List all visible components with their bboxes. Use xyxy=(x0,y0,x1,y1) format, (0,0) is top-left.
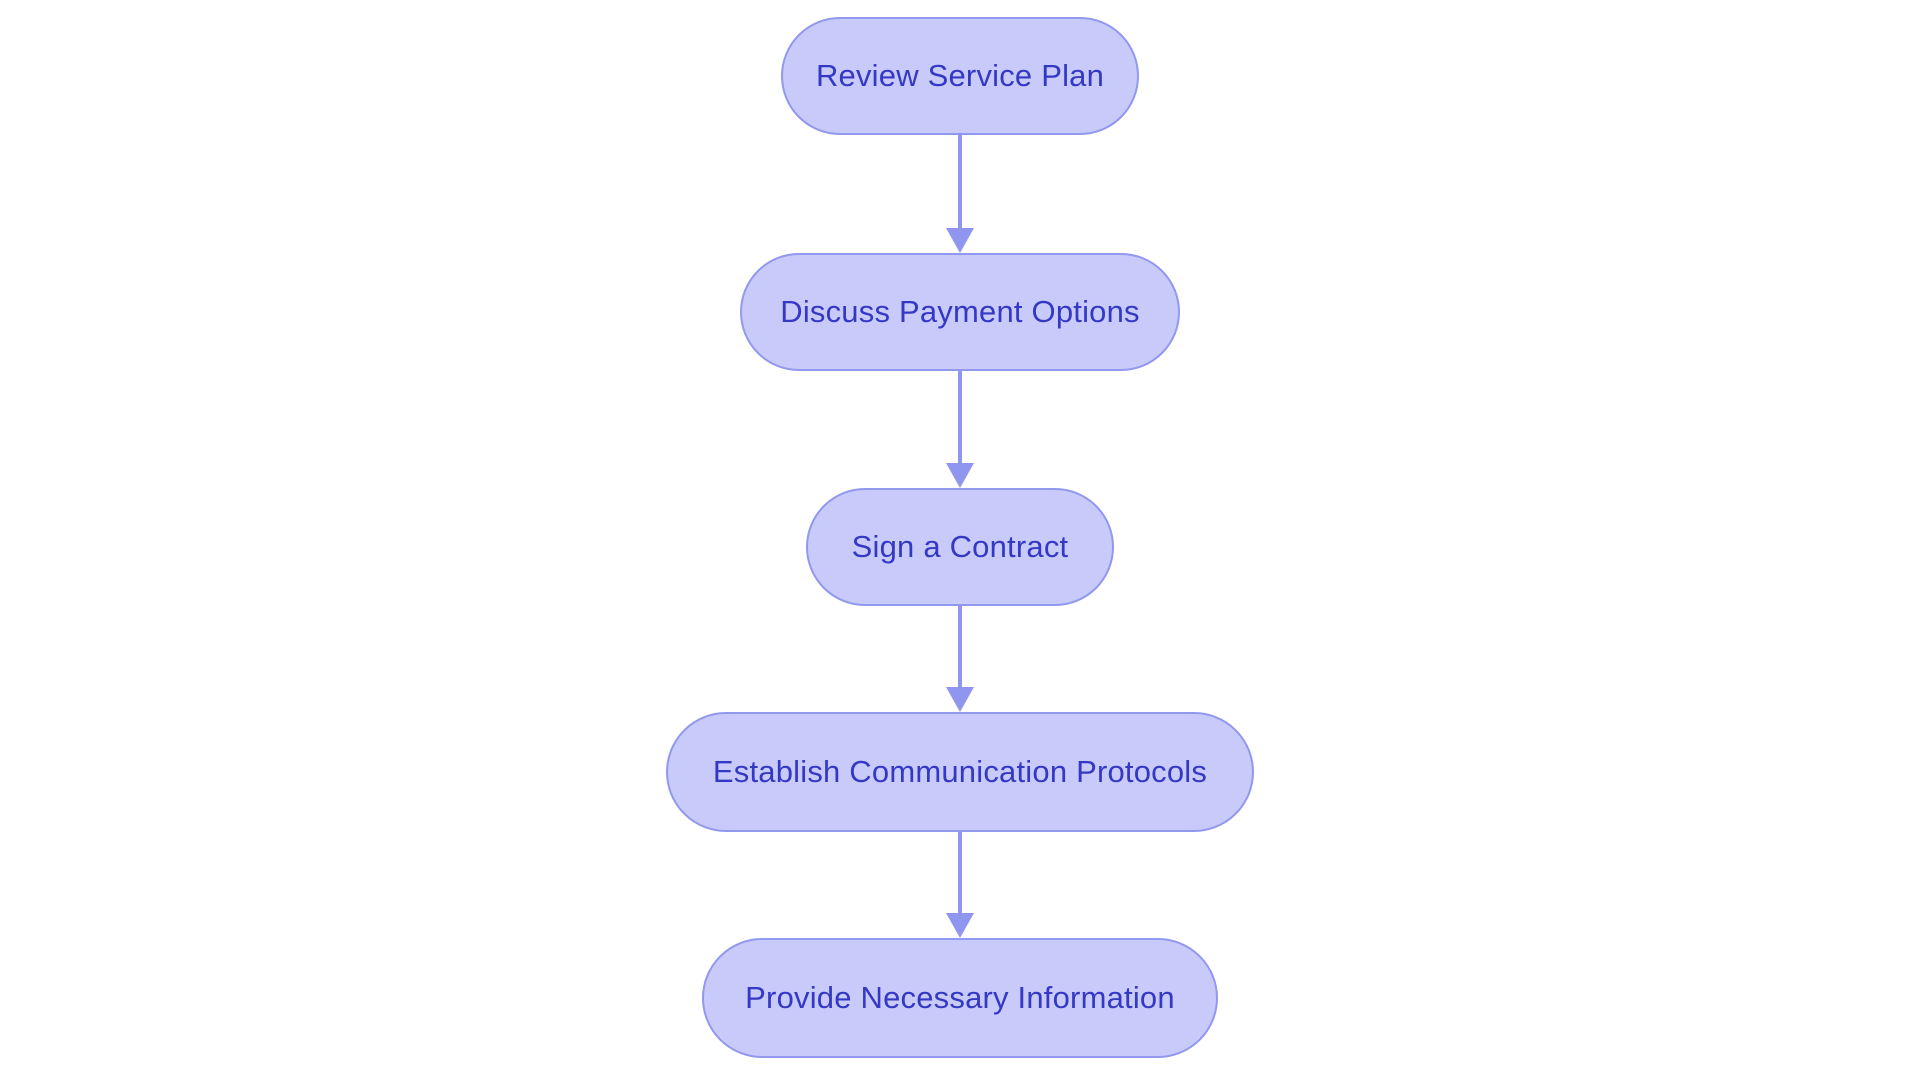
arrowhead-down-icon xyxy=(946,913,974,938)
node-label: Discuss Payment Options xyxy=(780,294,1140,329)
flow-arrow-2-to-3 xyxy=(946,371,974,488)
arrow-shaft xyxy=(958,135,962,228)
arrowhead-down-icon xyxy=(946,463,974,488)
node-label: Provide Necessary Information xyxy=(745,980,1175,1015)
flow-arrow-3-to-4 xyxy=(946,606,974,712)
flowchart-node-sign-a-contract: Sign a Contract xyxy=(806,488,1114,606)
flowchart-node-review-service-plan: Review Service Plan xyxy=(781,17,1139,135)
arrow-shaft xyxy=(958,832,962,913)
flowchart-node-discuss-payment-options: Discuss Payment Options xyxy=(740,253,1180,371)
flowchart-node-provide-necessary-information: Provide Necessary Information xyxy=(702,938,1218,1058)
arrowhead-down-icon xyxy=(946,228,974,253)
flowchart-node-establish-communication-protocols: Establish Communication Protocols xyxy=(666,712,1254,832)
flow-arrow-4-to-5 xyxy=(946,832,974,938)
arrow-shaft xyxy=(958,371,962,463)
flow-arrow-1-to-2 xyxy=(946,135,974,253)
node-label: Review Service Plan xyxy=(815,58,1105,93)
node-label: Establish Communication Protocols xyxy=(712,754,1208,789)
arrowhead-down-icon xyxy=(946,687,974,712)
arrow-shaft xyxy=(958,606,962,687)
node-label: Sign a Contract xyxy=(851,529,1069,564)
